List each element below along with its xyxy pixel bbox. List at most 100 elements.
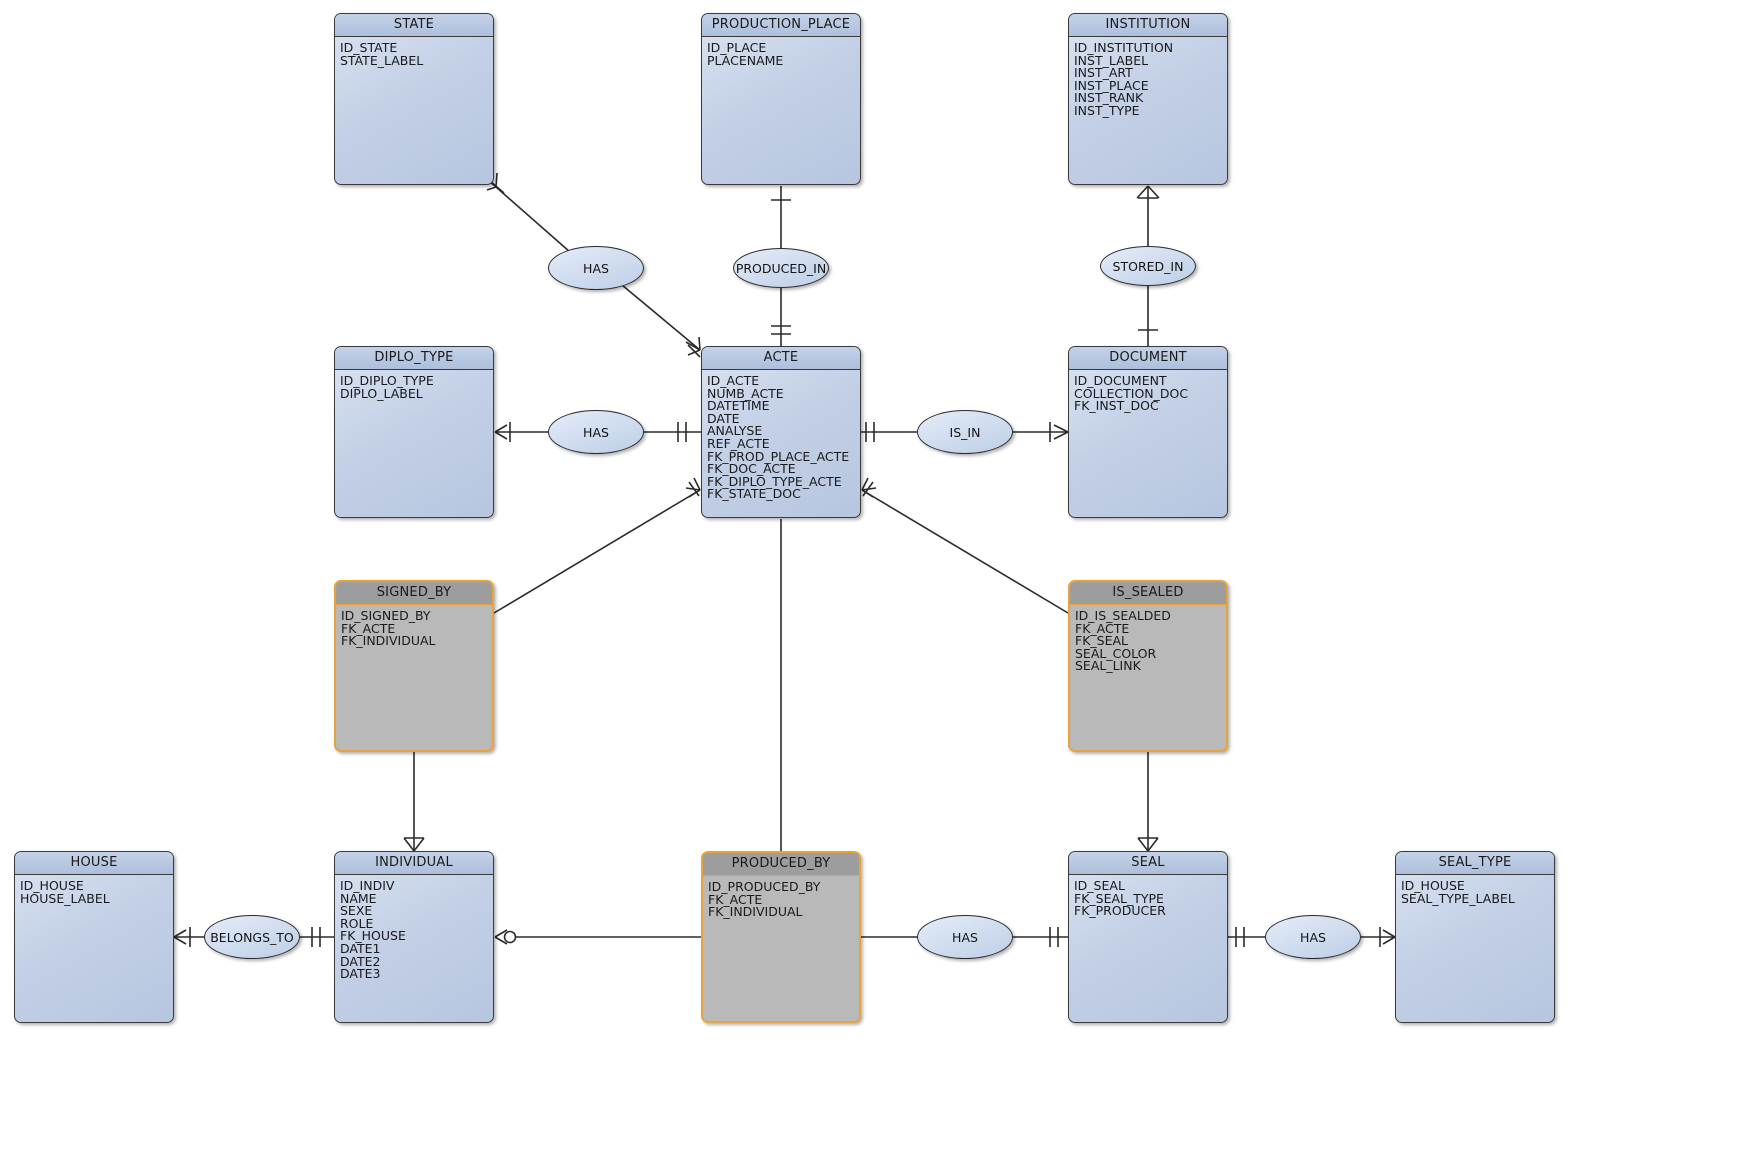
relationship-has-produced-by-seal[interactable]: HAS	[917, 915, 1013, 959]
relationship-has-state[interactable]: HAS	[548, 246, 644, 290]
entity-attributes: ID_PRODUCED_BY FK_ACTE FK_INDIVIDUAL	[703, 876, 859, 923]
attribute: ID_INDIV	[340, 878, 395, 893]
attribute: ID_INSTITUTION	[1074, 40, 1174, 55]
attribute: ID_IS_SEALDED	[1075, 608, 1171, 623]
entity-attributes: ID_INSTITUTION INST_LABEL INST_ART INST_…	[1069, 37, 1227, 122]
link-has-acte	[621, 284, 701, 351]
crowfoot-institution	[1136, 185, 1160, 199]
relationship-produced-in[interactable]: PRODUCED_IN	[733, 248, 829, 288]
relationship-has-diplo-type[interactable]: HAS	[548, 410, 644, 454]
attribute: ID_STATE	[340, 40, 398, 55]
link-issealed-acte	[861, 489, 1069, 614]
entity-signed-by[interactable]: SIGNED_BY ID_SIGNED_BY FK_ACTE FK_INDIVI…	[334, 580, 494, 752]
attribute: ID_SIGNED_BY	[341, 608, 431, 623]
attribute: SEAL_TYPE_LABEL	[1401, 890, 1515, 906]
entity-attributes: ID_HOUSE SEAL_TYPE_LABEL	[1396, 875, 1554, 909]
crowfoot-seal-top	[1137, 837, 1159, 852]
attribute: ID_DIPLO_TYPE	[340, 373, 434, 388]
attribute: DATETIME	[707, 398, 770, 414]
attribute: INST_PLACE	[1074, 77, 1149, 93]
entity-attributes: ID_STATE STATE_LABEL	[335, 37, 493, 71]
entity-title: STATE	[335, 14, 493, 37]
attribute: DATE	[707, 410, 740, 426]
relationship-stored-in[interactable]: STORED_IN	[1100, 246, 1196, 286]
entity-attributes: ID_ACTE NUMB_ACTE DATETIME DATE ANALYSE …	[702, 370, 860, 505]
crowfoot-acte-topleft	[685, 336, 701, 358]
attribute: SEAL_LINK	[1075, 658, 1141, 674]
entity-title: IS_SEALED	[1070, 582, 1226, 605]
relationship-belongs-to[interactable]: BELONGS_TO	[204, 915, 300, 959]
attribute: INST_RANK	[1074, 90, 1144, 106]
entity-house[interactable]: HOUSE ID_HOUSE HOUSE_LABEL	[14, 851, 174, 1023]
attribute: FK_ACTE	[1075, 620, 1130, 636]
entity-document[interactable]: DOCUMENT ID_DOCUMENT COLLECTION_DOC FK_I…	[1068, 346, 1228, 518]
entity-title: HOUSE	[15, 852, 173, 875]
attribute: FK_INDIVIDUAL	[708, 904, 803, 920]
attribute: FK_INDIVIDUAL	[341, 633, 436, 649]
attribute: INST_ART	[1074, 65, 1133, 81]
attribute: ROLE	[340, 915, 374, 931]
entity-is-sealed[interactable]: IS_SEALED ID_IS_SEALDED FK_ACTE FK_SEAL …	[1068, 580, 1228, 752]
attribute: NAME	[340, 890, 377, 906]
entity-acte[interactable]: ACTE ID_ACTE NUMB_ACTE DATETIME DATE ANA…	[701, 346, 861, 518]
attribute: FK_DIPLO_TYPE_ACTE	[707, 473, 842, 489]
optional-circle-individual	[503, 930, 517, 944]
crowfoot-acte-lowright	[861, 477, 877, 498]
attribute: ID_PRODUCED_BY	[708, 879, 821, 894]
entity-title: PRODUCED_BY	[703, 853, 859, 876]
entity-state[interactable]: STATE ID_STATE STATE_LABEL	[334, 13, 494, 185]
link-signedby-acte	[493, 489, 701, 614]
attribute: FK_STATE_DOC	[707, 486, 801, 502]
entity-attributes: ID_DOCUMENT COLLECTION_DOC FK_INST_DOC	[1069, 370, 1227, 417]
crowfoot-diplo	[494, 424, 508, 440]
entity-attributes: ID_IS_SEALDED FK_ACTE FK_SEAL SEAL_COLOR…	[1070, 605, 1226, 677]
entity-individual[interactable]: INDIVIDUAL ID_INDIV NAME SEXE ROLE FK_HO…	[334, 851, 494, 1023]
entity-seal-type[interactable]: SEAL_TYPE ID_HOUSE SEAL_TYPE_LABEL	[1395, 851, 1555, 1023]
attribute: FK_HOUSE	[340, 928, 406, 944]
attribute: ID_DOCUMENT	[1074, 373, 1167, 388]
attribute: DATE1	[340, 940, 381, 956]
attribute: DATE3	[340, 966, 381, 982]
entity-title: INDIVIDUAL	[335, 852, 493, 875]
relationship-has-seal-type[interactable]: HAS	[1265, 915, 1361, 959]
attribute: INST_TYPE	[1074, 102, 1140, 118]
relationship-is-in[interactable]: IS_IN	[917, 410, 1013, 454]
attribute: FK_INST_DOC	[1074, 398, 1159, 414]
entity-title: SIGNED_BY	[336, 582, 492, 605]
attribute: REF_ACTE	[707, 435, 770, 451]
attribute: ID_HOUSE	[20, 878, 84, 893]
attribute: ID_SEAL	[1074, 878, 1125, 893]
attribute: ANALYSE	[707, 423, 763, 439]
attribute: DIPLO_LABEL	[340, 385, 423, 401]
attribute: PLACENAME	[707, 52, 784, 68]
attribute: ID_PLACE	[707, 40, 767, 55]
entity-produced-by[interactable]: PRODUCED_BY ID_PRODUCED_BY FK_ACTE FK_IN…	[701, 851, 861, 1023]
attribute: SEAL_COLOR	[1075, 645, 1157, 661]
entity-production-place[interactable]: PRODUCTION_PLACE ID_PLACE PLACENAME	[701, 13, 861, 185]
entity-title: INSTITUTION	[1069, 14, 1227, 37]
crowfoot-sealtype	[1382, 929, 1396, 945]
entity-attributes: ID_PLACE PLACENAME	[702, 37, 860, 71]
entity-title: ACTE	[702, 347, 860, 370]
attribute: FK_DOC_ACTE	[707, 461, 796, 477]
crowfoot-acte-lowleft	[685, 477, 701, 498]
attribute: SEXE	[340, 903, 373, 919]
attribute: FK_PRODUCER	[1074, 903, 1166, 919]
attribute: FK_PROD_PLACE_ACTE	[707, 448, 850, 464]
entity-seal[interactable]: SEAL ID_SEAL FK_SEAL_TYPE FK_PRODUCER	[1068, 851, 1228, 1023]
entity-diplo-type[interactable]: DIPLO_TYPE ID_DIPLO_TYPE DIPLO_LABEL	[334, 346, 494, 518]
link-state-has	[495, 186, 571, 253]
attribute: COLLECTION_DOC	[1074, 385, 1189, 401]
attribute: NUMB_ACTE	[707, 385, 784, 401]
entity-attributes: ID_SIGNED_BY FK_ACTE FK_INDIVIDUAL	[336, 605, 492, 652]
entity-attributes: ID_HOUSE HOUSE_LABEL	[15, 875, 173, 909]
crowfoot-house	[173, 929, 187, 945]
attribute: FK_SEAL	[1075, 633, 1128, 649]
entity-attributes: ID_DIPLO_TYPE DIPLO_LABEL	[335, 370, 493, 404]
entity-institution[interactable]: INSTITUTION ID_INSTITUTION INST_LABEL IN…	[1068, 13, 1228, 185]
attribute: HOUSE_LABEL	[20, 890, 110, 906]
attribute: FK_ACTE	[341, 620, 396, 636]
crowfoot-individual-top	[403, 837, 425, 852]
attribute: STATE_LABEL	[340, 52, 424, 68]
